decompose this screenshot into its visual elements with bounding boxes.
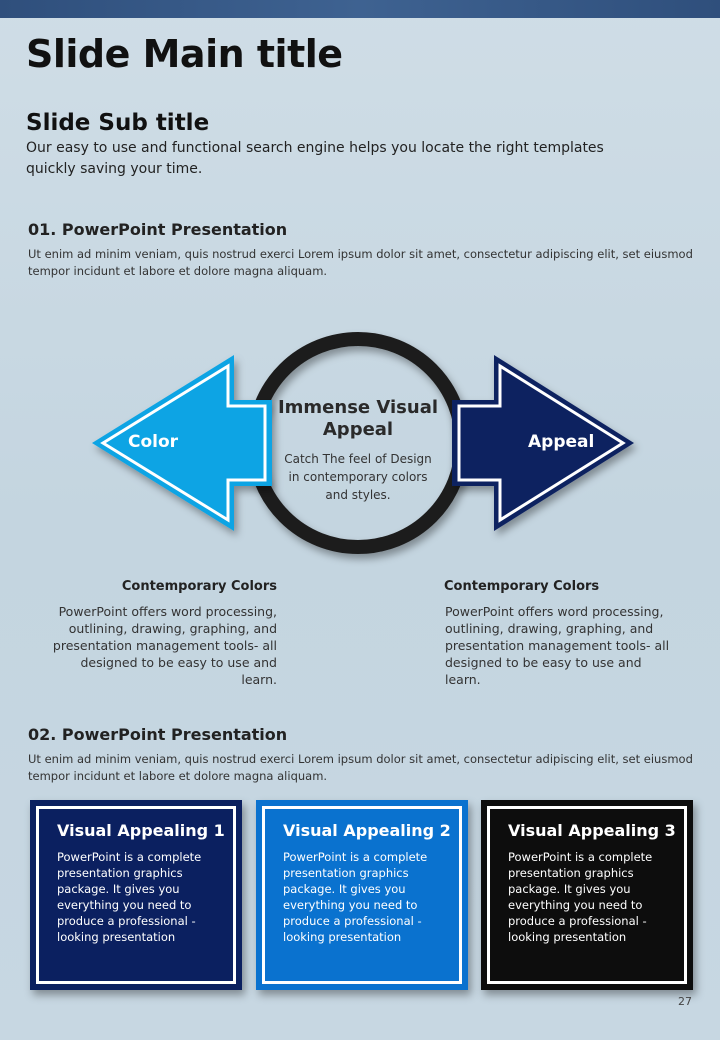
- left-column-text: PowerPoint offers word processing, outli…: [52, 604, 277, 687]
- right-arrow-label: Appeal: [528, 432, 595, 452]
- box-text: PowerPoint is a complete presentation gr…: [283, 850, 428, 944]
- box-visual-appealing-1: Visual Appealing 1 PowerPoint is a comple…: [30, 800, 242, 990]
- box-text: PowerPoint is a complete presentation gr…: [508, 850, 653, 944]
- box-title: Visual Appealing 2: [283, 821, 451, 840]
- section-2-heading: 02. PowerPoint Presentation: [28, 725, 288, 744]
- section-1-text: Ut enim ad minim veniam, quis nostrud ex…: [28, 247, 693, 278]
- page-number: 27: [678, 995, 692, 1008]
- right-column-heading: Contemporary Colors: [444, 579, 600, 594]
- section-2-text: Ut enim ad minim veniam, quis nostrud ex…: [28, 752, 693, 783]
- box-text: PowerPoint is a complete presentation gr…: [57, 850, 202, 944]
- box-title: Visual Appealing 1: [57, 821, 225, 840]
- arrow-diagram: [92, 332, 634, 554]
- slide-main-title: Slide Main title: [26, 32, 343, 76]
- left-arrow-label: Color: [128, 432, 179, 452]
- right-column-text: PowerPoint offers word processing, outli…: [445, 604, 670, 687]
- center-description: Catch The feel of Design in contemporary…: [284, 452, 432, 502]
- center-title: Immense Visual Appeal: [277, 397, 439, 440]
- top-bar: [0, 0, 720, 18]
- box-visual-appealing-3: Visual Appealing 3 PowerPoint is a comple…: [481, 800, 693, 990]
- left-arrow: [92, 355, 272, 531]
- left-column-heading: Contemporary Colors: [121, 579, 277, 594]
- right-arrow: [452, 355, 634, 531]
- box-visual-appealing-2: Visual Appealing 2 PowerPoint is a comple…: [256, 800, 468, 990]
- slide-sub-title: Slide Sub title: [26, 110, 210, 136]
- subtitle-description: Our easy to use and functional search en…: [26, 140, 604, 177]
- section-1-heading: 01. PowerPoint Presentation: [28, 220, 288, 239]
- ring: [247, 332, 469, 554]
- box-title: Visual Appealing 3: [508, 821, 676, 840]
